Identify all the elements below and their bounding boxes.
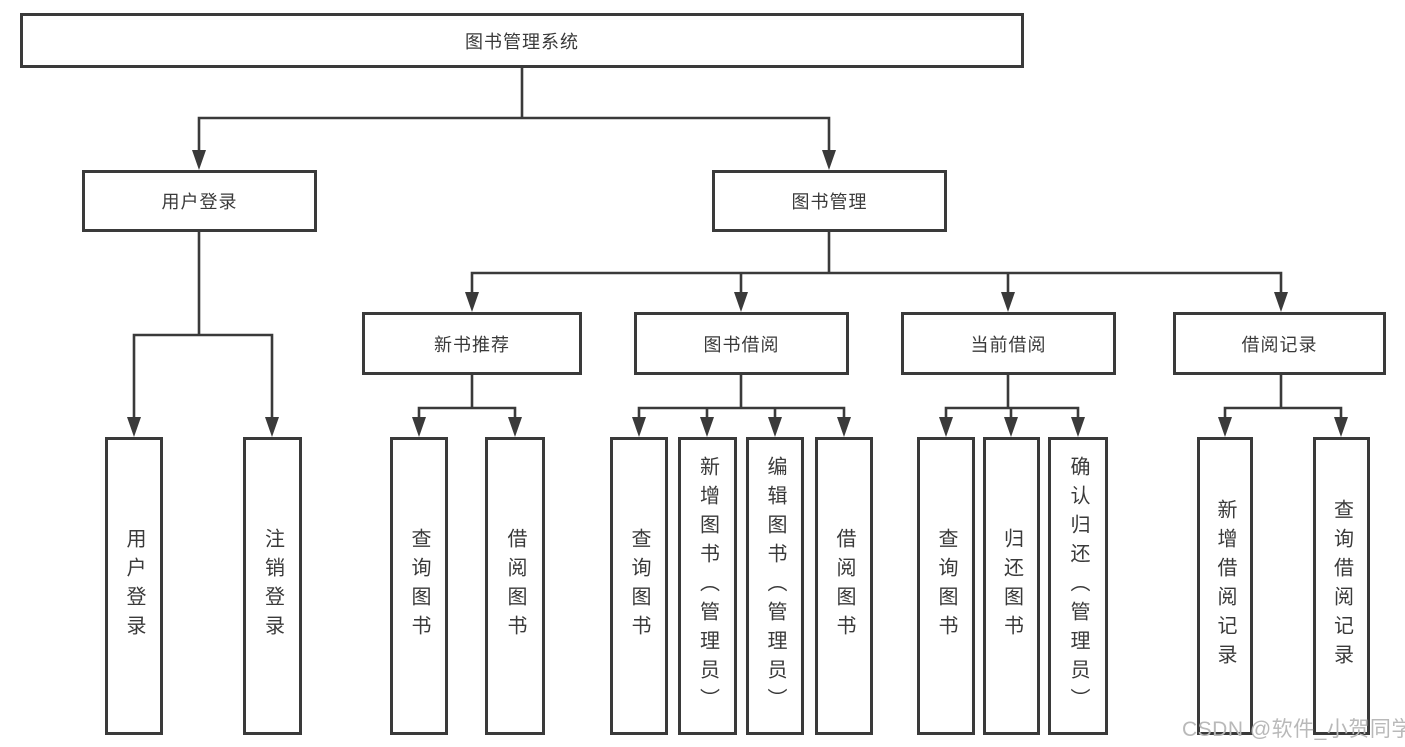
connector-path	[132, 232, 274, 420]
arrowhead	[265, 417, 279, 437]
connector-path	[470, 375, 1283, 408]
arrowhead	[1071, 417, 1085, 437]
node-label: 查询借阅记录	[1330, 499, 1353, 673]
arrowhead	[1218, 417, 1232, 437]
node-new-book-recommend: 新书推荐	[362, 312, 582, 375]
connector-path	[197, 68, 831, 153]
arrowhead	[1001, 292, 1015, 312]
connector-path	[417, 406, 1343, 420]
arrowhead	[700, 417, 714, 437]
arrowhead	[465, 292, 479, 312]
node-label: 确认归还（管理员）	[1067, 455, 1089, 717]
node-borrow-books-borrowing: 借阅图书	[815, 437, 873, 735]
node-label: 新书推荐	[434, 334, 510, 355]
node-label: 借阅图书	[504, 528, 526, 644]
arrowhead	[734, 292, 748, 312]
node-label: 归还图书	[1000, 528, 1023, 644]
node-logout: 注销登录	[243, 437, 302, 735]
arrowhead	[632, 417, 646, 437]
node-label: 用户登录	[161, 192, 238, 212]
node-label: 借阅图书	[833, 528, 855, 644]
node-label: 注销登录	[261, 528, 284, 644]
node-label: 查询图书	[935, 528, 957, 644]
node-label: 新增借阅记录	[1214, 499, 1236, 673]
node-add-book-admin: 新增图书（管理员）	[678, 437, 737, 735]
node-label: 编辑图书（管理员）	[764, 455, 786, 717]
arrowhead	[1334, 417, 1348, 437]
node-label: 查询图书	[408, 528, 430, 644]
node-add-borrow-record: 新增借阅记录	[1197, 437, 1253, 735]
node-label: 查询图书	[628, 528, 650, 644]
node-query-books-current: 查询图书	[917, 437, 975, 735]
node-label: 借阅记录	[1241, 334, 1318, 355]
arrowhead	[822, 150, 836, 170]
connector-path	[470, 232, 1283, 295]
node-label: 用户登录	[123, 528, 145, 644]
node-current-borrowing: 当前借阅	[901, 312, 1116, 375]
node-borrow-records: 借阅记录	[1173, 312, 1386, 375]
watermark-text: CSDN @软件_小贺同学	[1182, 718, 1405, 741]
node-query-books-borrowing: 查询图书	[610, 437, 668, 735]
node-label: 图书借阅	[703, 334, 780, 355]
node-label: 当前借阅	[970, 334, 1047, 355]
node-book-borrowing: 图书借阅	[634, 312, 849, 375]
arrowhead	[127, 417, 141, 437]
node-edit-book-admin: 编辑图书（管理员）	[746, 437, 804, 735]
node-user-login: 用户登录	[105, 437, 163, 735]
node-label: 图书管理	[791, 192, 868, 212]
node-label: 新增图书（管理员）	[696, 455, 719, 717]
arrowhead	[768, 417, 782, 437]
arrowhead	[939, 417, 953, 437]
arrowhead	[412, 417, 426, 437]
node-user-login-group: 用户登录	[82, 170, 317, 232]
node-confirm-return-admin: 确认归还（管理员）	[1048, 437, 1108, 735]
arrowhead	[508, 417, 522, 437]
node-query-books-recommend: 查询图书	[390, 437, 448, 735]
arrowhead	[1004, 417, 1018, 437]
arrowhead	[837, 417, 851, 437]
node-query-borrow-record: 查询借阅记录	[1313, 437, 1370, 735]
arrowhead	[192, 150, 206, 170]
node-book-management: 图书管理	[712, 170, 947, 232]
node-borrow-books-recommend: 借阅图书	[485, 437, 545, 735]
node-library-system: 图书管理系统	[20, 13, 1024, 68]
node-label: 图书管理系统	[465, 31, 579, 52]
arrowhead	[1274, 292, 1288, 312]
node-return-books: 归还图书	[983, 437, 1040, 735]
